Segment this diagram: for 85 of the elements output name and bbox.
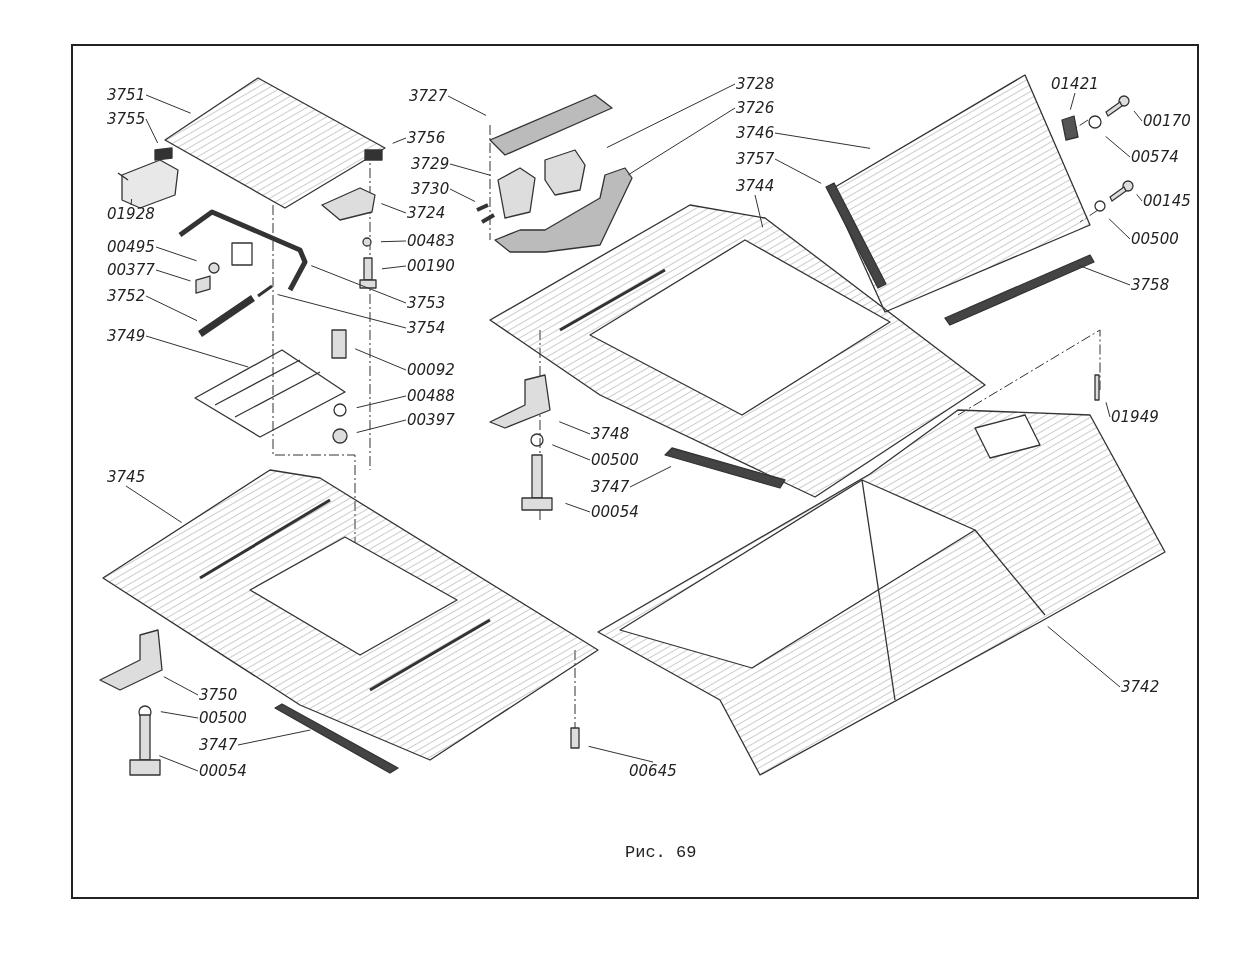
leader-line [1069,92,1076,111]
leader-line [1047,625,1121,688]
callout-number: 00377 [106,261,156,279]
callout-number: 00145 [1142,192,1192,210]
callout-number: 3751 [106,86,147,104]
leader-line [356,395,407,409]
leader-line [774,158,822,184]
leader-line [449,188,476,203]
callout-number: 3727 [408,87,449,105]
leader-line [145,94,192,114]
leader-line [381,265,407,270]
leader-line [1133,110,1143,122]
leader-line [1136,193,1143,202]
callout-number: 3747 [198,736,239,754]
callout-number: 3748 [590,425,631,443]
leader-line [1105,401,1111,418]
callout-number: 00495 [106,238,156,256]
callout-number: 00190 [406,257,456,275]
callout-number: 00500 [590,451,640,469]
callout-number: 3749 [106,327,147,345]
leader-line [558,421,591,435]
callout-number: 3757 [735,150,776,168]
callout-number: 3758 [1130,276,1171,294]
leader-line [130,198,133,206]
figure-caption: Рис. 69 [625,843,697,862]
leader-line [380,203,407,214]
callout-number: 00170 [1142,112,1192,130]
callout-number: 00397 [406,411,456,429]
leader-line [1108,218,1131,240]
callout-number: 3726 [735,99,776,117]
callout-number: 3724 [406,204,447,222]
leader-line [551,444,591,461]
callout-number: 00500 [198,709,248,727]
callout-number: 3742 [1120,678,1161,696]
leader-line [1105,135,1131,158]
leader-line [606,83,736,149]
callout-number: 3747 [590,478,631,496]
leader-line [754,194,764,228]
leader-line [447,95,487,116]
leader-line [449,163,491,176]
leader-line [155,269,191,282]
leader-line [277,294,407,329]
leader-line [564,502,591,513]
leader-line [628,107,736,176]
callout-number: 3754 [406,319,447,337]
callout-number: 3753 [406,294,447,312]
callout-number: 3730 [410,180,451,198]
callout-number: 01949 [1110,408,1160,426]
callout-number: 3729 [410,155,451,173]
callout-number: 3750 [198,686,239,704]
callout-number: 00574 [1130,148,1180,166]
leader-line [145,118,159,144]
callout-number: 3755 [106,110,147,128]
callout-number: 01928 [106,205,156,223]
callout-number: 3744 [735,177,776,195]
leader-line [380,240,407,243]
leader-line [155,246,198,262]
leader-line [354,348,407,371]
callout-number: 00054 [198,762,248,780]
leader-line [145,335,249,368]
leader-line [629,465,672,488]
leader-line [160,711,199,719]
leader-line [125,485,183,523]
callout-number: 00488 [406,387,456,405]
leader-line [774,132,871,149]
callout-number: 00483 [406,232,456,250]
leader-line [237,729,311,746]
leader-line [588,745,654,763]
leader-line [356,419,407,434]
leader-line [392,137,407,144]
callout-number: 00092 [406,361,456,379]
callout-number: 3756 [406,129,447,147]
callout-number: 00645 [628,762,678,780]
leader-line [163,676,199,696]
callout-number: 00500 [1130,230,1180,248]
leader-line [158,755,199,772]
callout-number: 3745 [106,468,147,486]
callout-number: 3746 [735,124,776,142]
callout-number: 01421 [1050,75,1100,93]
callout-number: 00054 [590,503,640,521]
leader-line [310,265,407,304]
leader-line [1078,265,1131,286]
callout-number: 3728 [735,75,776,93]
leader-line [145,295,198,322]
callout-number: 3752 [106,287,147,305]
